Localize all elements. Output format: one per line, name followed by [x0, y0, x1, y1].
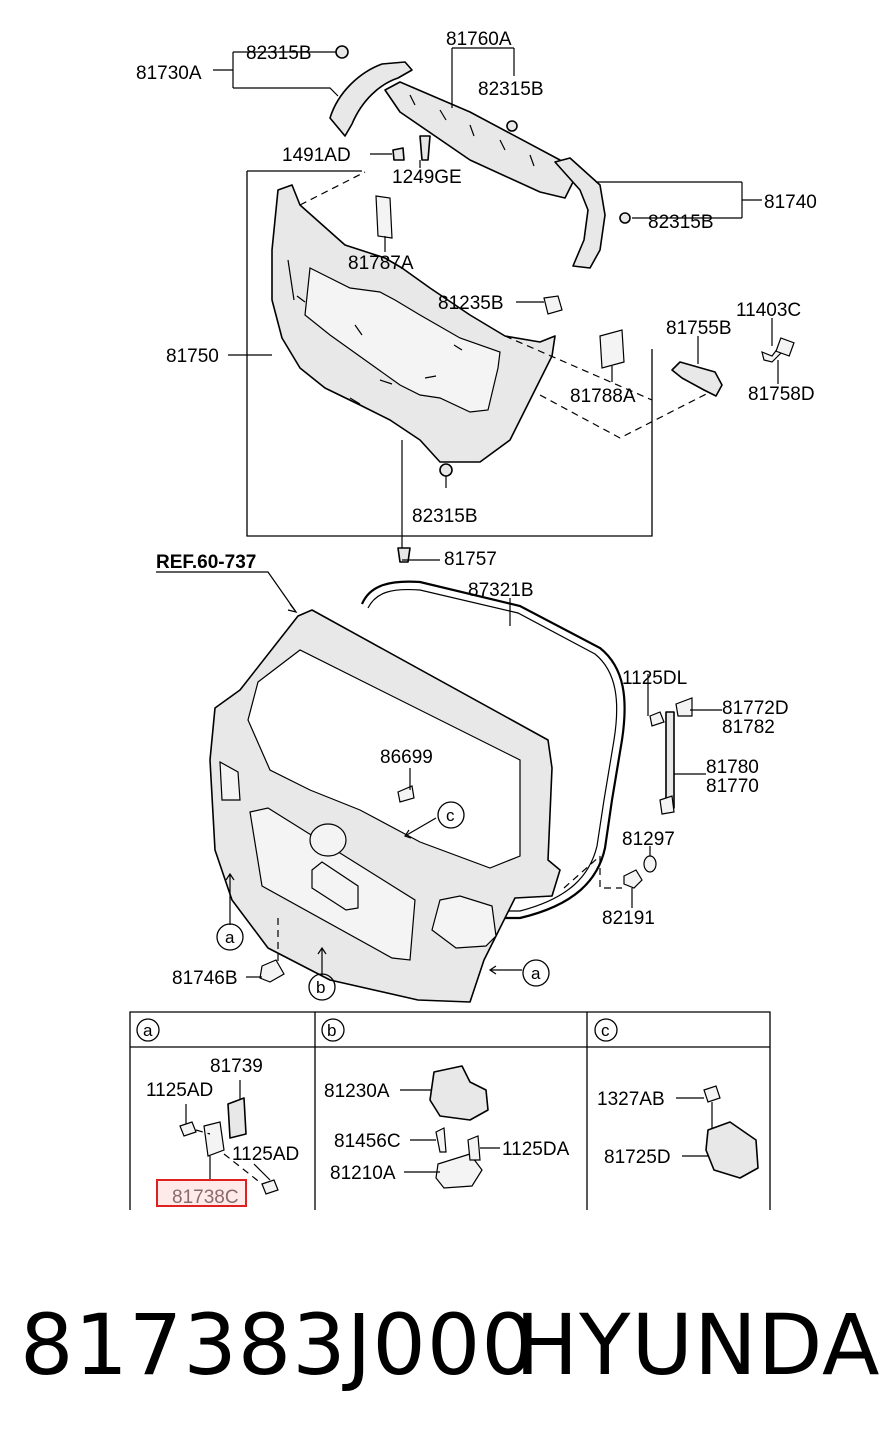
bracket-81738C-part [203, 1121, 225, 1157]
callout-b: b [308, 973, 336, 1001]
callout-a-right: a [522, 959, 550, 987]
bracket-81235B-part [543, 295, 563, 315]
bumper-82191-part [623, 869, 643, 889]
label-81725D: 81725D [604, 1147, 671, 1168]
trim-frame-box [246, 170, 653, 537]
label-ref: REF.60-737 [156, 552, 256, 573]
footer: 817383J000 HYUNDAI [0, 1295, 886, 1405]
detail-table [129, 1011, 771, 1210]
label-81230A: 81230A [324, 1081, 390, 1102]
spoiler-center-part [384, 81, 576, 199]
label-1125DL: 1125DL [622, 668, 687, 689]
label-81456C: 81456C [334, 1131, 401, 1152]
label-1125DA: 1125DA [502, 1139, 570, 1160]
label-81788A: 81788A [570, 386, 636, 407]
table-header-c: c [594, 1018, 618, 1042]
bolt-1125AD-1-part [179, 1121, 197, 1137]
svg-text:c: c [446, 806, 455, 825]
label-1125AD-1: 1125AD [146, 1080, 213, 1101]
label-1327AB: 1327AB [597, 1089, 665, 1110]
weatherstrip-part [360, 580, 626, 920]
label-81787A: 81787A [348, 253, 414, 274]
bracket-81787A-part [375, 195, 393, 239]
svg-text:a: a [225, 928, 235, 947]
table-header-a: a [136, 1018, 160, 1042]
grip-handle-part [671, 361, 723, 397]
label-81746B: 81746B [172, 968, 238, 989]
gas-strut-part [665, 711, 675, 809]
label-1125AD-2: 1125AD [232, 1144, 299, 1165]
bracket-81788A-part [599, 329, 625, 369]
label-81770: 81770 [706, 776, 759, 797]
label-87321B: 87321B [468, 580, 534, 601]
bolt-1125DL-part [649, 711, 665, 727]
label-81780: 81780 [706, 757, 759, 778]
callout-c-top: c [437, 801, 465, 829]
nut-1327AB-part [703, 1085, 721, 1103]
tailgate-window-opening [247, 649, 521, 869]
latch-actuator-81230A-part [429, 1065, 489, 1121]
trim-window-opening [304, 267, 501, 413]
label-81210A: 81210A [330, 1163, 396, 1184]
hinge-81739-part [227, 1097, 247, 1139]
label-81739: 81739 [210, 1056, 263, 1077]
label-82315B-1: 82315B [246, 43, 312, 64]
svg-text:c: c [601, 1021, 610, 1040]
grommet-81297-part [643, 855, 657, 873]
label-1491AD: 1491AD [282, 145, 351, 166]
parts-diagram: 81730A 82315B 81760A 82315B 1491AD 1249G… [129, 29, 817, 1210]
label-82191: 82191 [602, 908, 655, 929]
label-81297: 81297 [622, 829, 675, 850]
bolt-1125DA-part [467, 1135, 481, 1161]
svg-text:b: b [327, 1021, 336, 1040]
label-81738C: 81738C [172, 1187, 239, 1208]
bracket-81725D-part [705, 1121, 759, 1179]
label-81235B: 81235B [438, 293, 504, 314]
callout-a-left: a [216, 923, 244, 951]
label-81750: 81750 [166, 346, 219, 367]
label-81730A: 81730A [136, 63, 202, 84]
clip-parts [335, 45, 631, 563]
svg-text:a: a [143, 1021, 153, 1040]
label-86699: 86699 [380, 747, 433, 768]
bolt-1125AD-2-part [261, 1179, 279, 1195]
table-header-b: b [321, 1018, 345, 1042]
spoiler-right-part [554, 157, 606, 269]
label-11403C: 11403C [736, 300, 801, 321]
label-81760A: 81760A [446, 29, 512, 50]
label-81757: 81757 [444, 549, 497, 570]
part-number: 817383J000 [20, 1296, 536, 1394]
label-82315B-2: 82315B [478, 79, 544, 100]
svg-text:a: a [531, 964, 541, 983]
label-82315B-3: 82315B [648, 212, 714, 233]
label-81758D: 81758D [748, 384, 815, 405]
label-81772D: 81772D [722, 698, 789, 719]
svg-text:b: b [316, 978, 325, 997]
label-1249GE: 1249GE [392, 167, 462, 188]
label-81740: 81740 [764, 192, 817, 213]
label-82315B-4: 82315B [412, 506, 478, 527]
brand-name: HYUNDAI [515, 1296, 886, 1394]
spoiler-left-part [329, 61, 413, 137]
highlight-81738C [156, 1179, 247, 1207]
label-81755B: 81755B [666, 318, 732, 339]
label-81782: 81782 [722, 717, 775, 738]
clip-81746B-part [259, 959, 285, 983]
cap-81758D-part [775, 337, 795, 357]
screw-81456C-part [435, 1127, 447, 1153]
handle-recess [431, 895, 497, 949]
